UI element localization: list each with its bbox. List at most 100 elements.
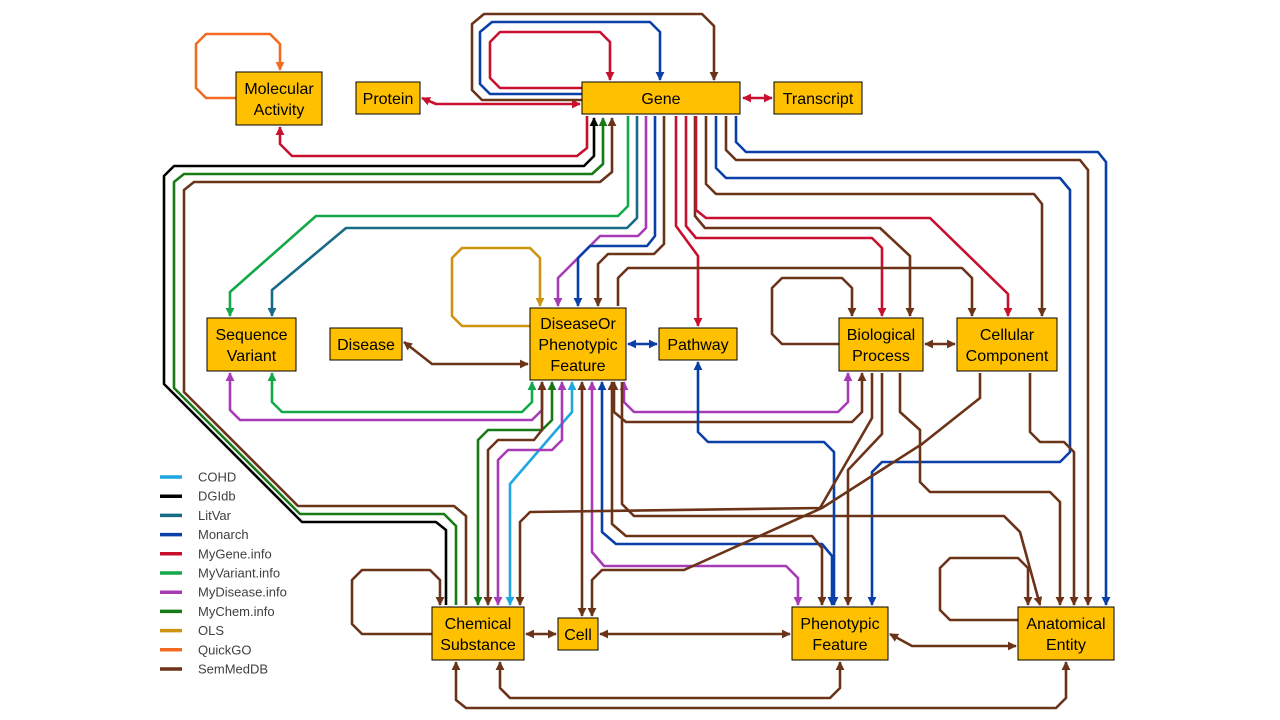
node-label: Protein	[363, 91, 414, 108]
edge-semmeddb-disease-or-phenotypic-feature-to-cellular-component	[616, 266, 977, 317]
node-box	[235, 71, 323, 126]
node-label: Component	[966, 348, 1049, 365]
edge-litvar-gene-to-sequence-variant	[267, 116, 639, 317]
node-box	[791, 606, 889, 661]
legend-label: DGIdb	[198, 489, 236, 504]
node-box	[329, 327, 403, 361]
node-box	[658, 327, 738, 361]
node-label: Entity	[1046, 637, 1086, 654]
node-box	[529, 307, 627, 381]
node-label: Gene	[641, 91, 680, 108]
edge-monarch-gene-to-anatomical-entity	[734, 116, 1111, 606]
node-label: Biological	[847, 327, 915, 344]
node-disease[interactable]: Disease	[329, 327, 403, 361]
node-label: Disease	[337, 337, 395, 354]
edge-semmeddb-biological-process-to-anatomical-entity	[898, 373, 1065, 606]
edge-semmeddb-biological-process-to-chemical-substance	[515, 373, 874, 606]
node-label: Phenotypic	[538, 337, 617, 354]
legend-label: MyDisease.info	[198, 585, 287, 600]
legend-item: LitVar	[160, 508, 232, 523]
legend-item: MyChem.info	[160, 604, 275, 619]
node-box	[206, 317, 297, 372]
edge-mychem-info-chemical-substance-to-gene	[172, 117, 608, 605]
edge-semmeddb-phenotypic-feature-to-anatomical-entity	[889, 632, 1017, 651]
edge-monarch-pathway-to-phenotypic-feature	[693, 361, 839, 606]
node-label: Transcript	[783, 91, 854, 108]
edge-semmeddb-cellular-component-to-cell	[587, 373, 982, 617]
legend-label: MyChem.info	[198, 604, 275, 619]
legend: COHD DGIdbLitVarMonarchMyGene.infoMyVaria…	[160, 470, 287, 677]
edge-semmeddb-disease-or-phenotypic-feature-to-biological-process	[609, 372, 867, 424]
edge-semmeddb-chemical-substance-to-phenotypic-feature	[495, 661, 845, 700]
edge-monarch-gene-to-gene	[478, 20, 665, 96]
edge-semmeddb-biological-process-to-phenotypic-feature	[843, 373, 884, 606]
edge-semmeddb-biological-process-to-biological-process	[770, 276, 857, 346]
node-box	[431, 606, 525, 661]
node-box	[355, 81, 421, 115]
edge-monarch-disease-or-phenotypic-feature-to-phenotypic-feature	[597, 381, 837, 606]
edge-semmeddb-chemical-substance-to-anatomical-entity	[451, 661, 1071, 710]
node-transcript[interactable]: Transcript	[773, 81, 863, 115]
node-box	[838, 317, 924, 372]
legend-item: MyDisease.info	[160, 585, 287, 600]
edge-semmeddb-chemical-substance-to-chemical-substance	[350, 568, 445, 636]
legend-item: DGIdb	[160, 489, 236, 504]
edge-semmeddb-gene-to-cellular-component	[704, 116, 1047, 317]
node-label: Cellular	[980, 327, 1035, 344]
edge-mygene-info-gene-to-cellular-component	[694, 116, 1013, 317]
edge-ols-disease-or-phenotypic-feature-to-disease-or-phenotypic-feature	[450, 246, 545, 328]
legend-label: COHD	[198, 470, 236, 485]
edge-mygene-info-gene-to-biological-process	[684, 116, 887, 317]
node-box	[1017, 606, 1115, 661]
node-label: Molecular	[244, 81, 314, 98]
legend-label: MyGene.info	[198, 546, 272, 561]
edge-myvariant-info-gene-to-sequence-variant	[225, 116, 630, 317]
node-label: Feature	[550, 358, 605, 375]
node-label: Chemical	[445, 616, 512, 633]
edge-semmeddb-gene-to-disease-or-phenotypic-feature	[593, 116, 666, 307]
edge-mygene-info-gene-to-gene	[488, 30, 615, 90]
node-box	[581, 81, 741, 115]
edge-semmeddb-disease-to-disease-or-phenotypic-feature	[403, 340, 529, 369]
legend-item: MyVariant.info	[160, 566, 280, 581]
legend-label: SemMedDB	[198, 662, 268, 677]
node-gene[interactable]: Gene	[581, 81, 741, 115]
edge-mydisease-info-disease-or-phenotypic-feature-to-biological-process	[619, 372, 853, 414]
node-label: Feature	[812, 637, 867, 654]
legend-label: MyVariant.info	[198, 566, 280, 581]
node-label: Cell	[564, 627, 592, 644]
node-label: Process	[852, 348, 910, 365]
node-box	[956, 317, 1058, 372]
node-box	[773, 81, 863, 115]
node-cell[interactable]: Cell	[557, 617, 599, 651]
node-pathway[interactable]: Pathway	[658, 327, 738, 361]
node-layer: Gene Protein Transcript MolecularActivitySe…	[206, 71, 1115, 661]
node-label: Variant	[227, 348, 277, 365]
legend-label: Monarch	[198, 527, 249, 542]
legend-item: Monarch	[160, 527, 249, 542]
legend-label: LitVar	[198, 508, 232, 523]
legend-label: OLS	[198, 623, 224, 638]
edge-monarch-gene-to-phenotypic-feature	[714, 116, 1072, 606]
node-label: Anatomical	[1026, 616, 1105, 633]
edge-semmeddb-anatomical-entity-to-anatomical-entity	[938, 556, 1033, 622]
node-label: Activity	[254, 102, 305, 119]
legend-item: QuickGO	[160, 642, 251, 657]
node-protein[interactable]: Protein	[355, 81, 421, 115]
edge-mygene-info-gene-to-pathway	[674, 116, 703, 327]
edge-myvariant-info-disease-or-phenotypic-feature-to-sequence-variant	[267, 372, 537, 414]
legend-item: COHD	[160, 470, 236, 485]
edge-mydisease-info-gene-to-disease-or-phenotypic-feature	[553, 116, 648, 307]
node-label: Phenotypic	[800, 616, 879, 633]
node-label: Pathway	[667, 337, 728, 354]
edge-mygene-info-gene-to-molecular-activity	[275, 116, 589, 158]
edge-semmeddb-chemical-substance-to-gene	[182, 117, 617, 605]
